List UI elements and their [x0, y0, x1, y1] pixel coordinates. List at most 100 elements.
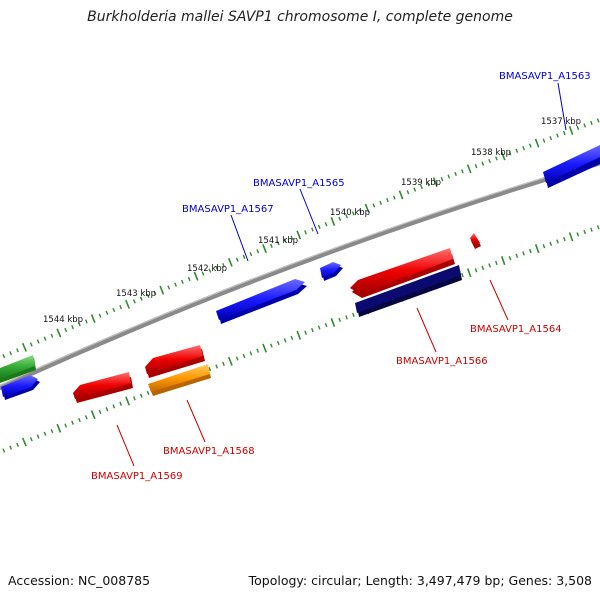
- reverse-scale-tick: [283, 338, 287, 343]
- gene-a1566-red[interactable]: [350, 248, 455, 298]
- forward-scale-tick: [9, 351, 13, 356]
- reverse-scale-tick: [304, 330, 307, 335]
- scale-label-1540: 1540 kbp: [330, 208, 370, 218]
- forward-scale-tick: [153, 290, 157, 296]
- reverse-scale-tick: [9, 445, 13, 450]
- forward-scale-tick: [159, 285, 165, 295]
- forward-scale-tick: [488, 158, 491, 164]
- forward-scale-tick: [296, 230, 302, 240]
- forward-scale-tick: [324, 222, 328, 227]
- gene-label-a1565[interactable]: BMASAVP1_A1565: [253, 178, 345, 189]
- gene-label-a1567[interactable]: BMASAVP1_A1567: [182, 204, 274, 215]
- reverse-scale-tick: [500, 256, 506, 266]
- forward-scale-tick: [311, 227, 314, 232]
- reverse-scale-tick: [270, 343, 273, 348]
- gene-a1569[interactable]: [73, 372, 133, 403]
- gene-a1568-orange[interactable]: [148, 364, 211, 396]
- gene-a1565[interactable]: [320, 262, 343, 281]
- reverse-scale-tick: [311, 328, 314, 333]
- reverse-scale-tick: [461, 273, 464, 278]
- leader-a1565: [299, 188, 319, 235]
- forward-scale-tick: [139, 296, 143, 301]
- forward-scale-tick: [16, 348, 19, 353]
- forward-scale-tick: [386, 198, 389, 203]
- gene-blue-partial[interactable]: [1, 375, 40, 400]
- reverse-scale-tick: [317, 325, 321, 330]
- forward-scale-tick: [174, 282, 177, 287]
- forward-scale-tick: [290, 235, 294, 240]
- reverse-scale-tick: [119, 401, 123, 406]
- gene-a1566-navy[interactable]: [355, 265, 462, 317]
- reverse-scale-tick: [222, 361, 225, 366]
- reverse-scale-tick: [568, 232, 574, 242]
- forward-scale-tick: [596, 118, 600, 123]
- forward-scale-tick: [500, 151, 506, 161]
- reverse-scale-tick: [290, 335, 294, 340]
- forward-scale-tick: [64, 327, 68, 333]
- gene-label-a1566[interactable]: BMASAVP1_A1566: [396, 356, 488, 367]
- forward-scale-tick: [432, 177, 438, 187]
- forward-scale-tick: [119, 305, 123, 310]
- forward-scale-tick: [50, 333, 54, 338]
- reverse-scale-tick: [534, 244, 540, 254]
- leader-a1566: [416, 307, 437, 353]
- forward-scale-tick: [413, 187, 417, 192]
- gene-label-a1569[interactable]: BMASAVP1_A1569: [91, 471, 183, 482]
- gene-green-partial[interactable]: [0, 355, 36, 383]
- leader-a1569: [116, 424, 135, 467]
- forward-scale-tick: [529, 143, 532, 148]
- forward-scale-tick: [461, 169, 464, 174]
- reverse-scale-tick: [529, 248, 532, 254]
- reverse-scale-tick: [488, 263, 491, 268]
- reverse-scale-tick: [215, 364, 219, 369]
- forward-scale-tick: [317, 224, 321, 229]
- scale-label-1544: 1544 kbp: [43, 315, 83, 325]
- forward-scale-tick: [562, 130, 566, 136]
- gene-label-a1563[interactable]: BMASAVP1_A1563: [499, 71, 591, 82]
- reverse-scale-tick: [583, 229, 586, 235]
- forward-scale-tick: [71, 325, 74, 330]
- gene-label-a1568[interactable]: BMASAVP1_A1568: [163, 446, 255, 457]
- forward-scale-tick: [43, 336, 47, 341]
- forward-scale-tick: [256, 249, 260, 254]
- gene-label-a1564[interactable]: BMASAVP1_A1564: [470, 324, 562, 335]
- gene-a1564[interactable]: [470, 233, 481, 249]
- gene-a1568-red[interactable]: [145, 345, 205, 378]
- reverse-scale-tick: [29, 437, 33, 442]
- reverse-scale-tick: [84, 415, 88, 420]
- reverse-scale-tick: [43, 431, 47, 436]
- forward-scale-tick: [242, 254, 246, 259]
- forward-scale-tick: [125, 299, 130, 309]
- reverse-scale-tick: [242, 353, 246, 359]
- reverse-scale-tick: [56, 423, 62, 433]
- reverse-scale-tick: [481, 265, 485, 270]
- forward-scale-tick: [556, 133, 559, 138]
- forward-scale-tick: [495, 156, 498, 161]
- leader-a1564: [489, 279, 509, 321]
- forward-scale-tick: [36, 339, 40, 344]
- forward-scale-tick: [235, 257, 239, 262]
- forward-scale-tick: [474, 164, 478, 169]
- reverse-scale-tick: [338, 317, 342, 323]
- reverse-scale-tick: [146, 390, 150, 396]
- reverse-scale-tick: [474, 268, 478, 273]
- forward-scale-tick: [568, 126, 574, 135]
- reverse-scale-tick: [139, 393, 143, 398]
- forward-scale-tick: [508, 151, 512, 156]
- reverse-scale-tick: [466, 268, 472, 278]
- leader-a1563: [557, 82, 567, 131]
- forward-scale-tick: [201, 271, 205, 276]
- reverse-scale-tick: [522, 251, 525, 256]
- forward-scale-tick: [2, 354, 6, 359]
- forward-scale-tick: [351, 211, 355, 216]
- gene-a1563[interactable]: [543, 145, 600, 188]
- reverse-scale-tick: [105, 407, 109, 412]
- forward-scale-tick: [440, 177, 444, 182]
- forward-scale-tick: [283, 238, 287, 243]
- reverse-scale-tick: [90, 410, 96, 420]
- forward-scale-tick: [227, 257, 233, 267]
- gene-a1567[interactable]: [216, 279, 307, 324]
- reverse-scale-tick: [596, 225, 600, 230]
- reverse-scale-tick: [2, 448, 6, 453]
- forward-scale-tick: [146, 293, 150, 298]
